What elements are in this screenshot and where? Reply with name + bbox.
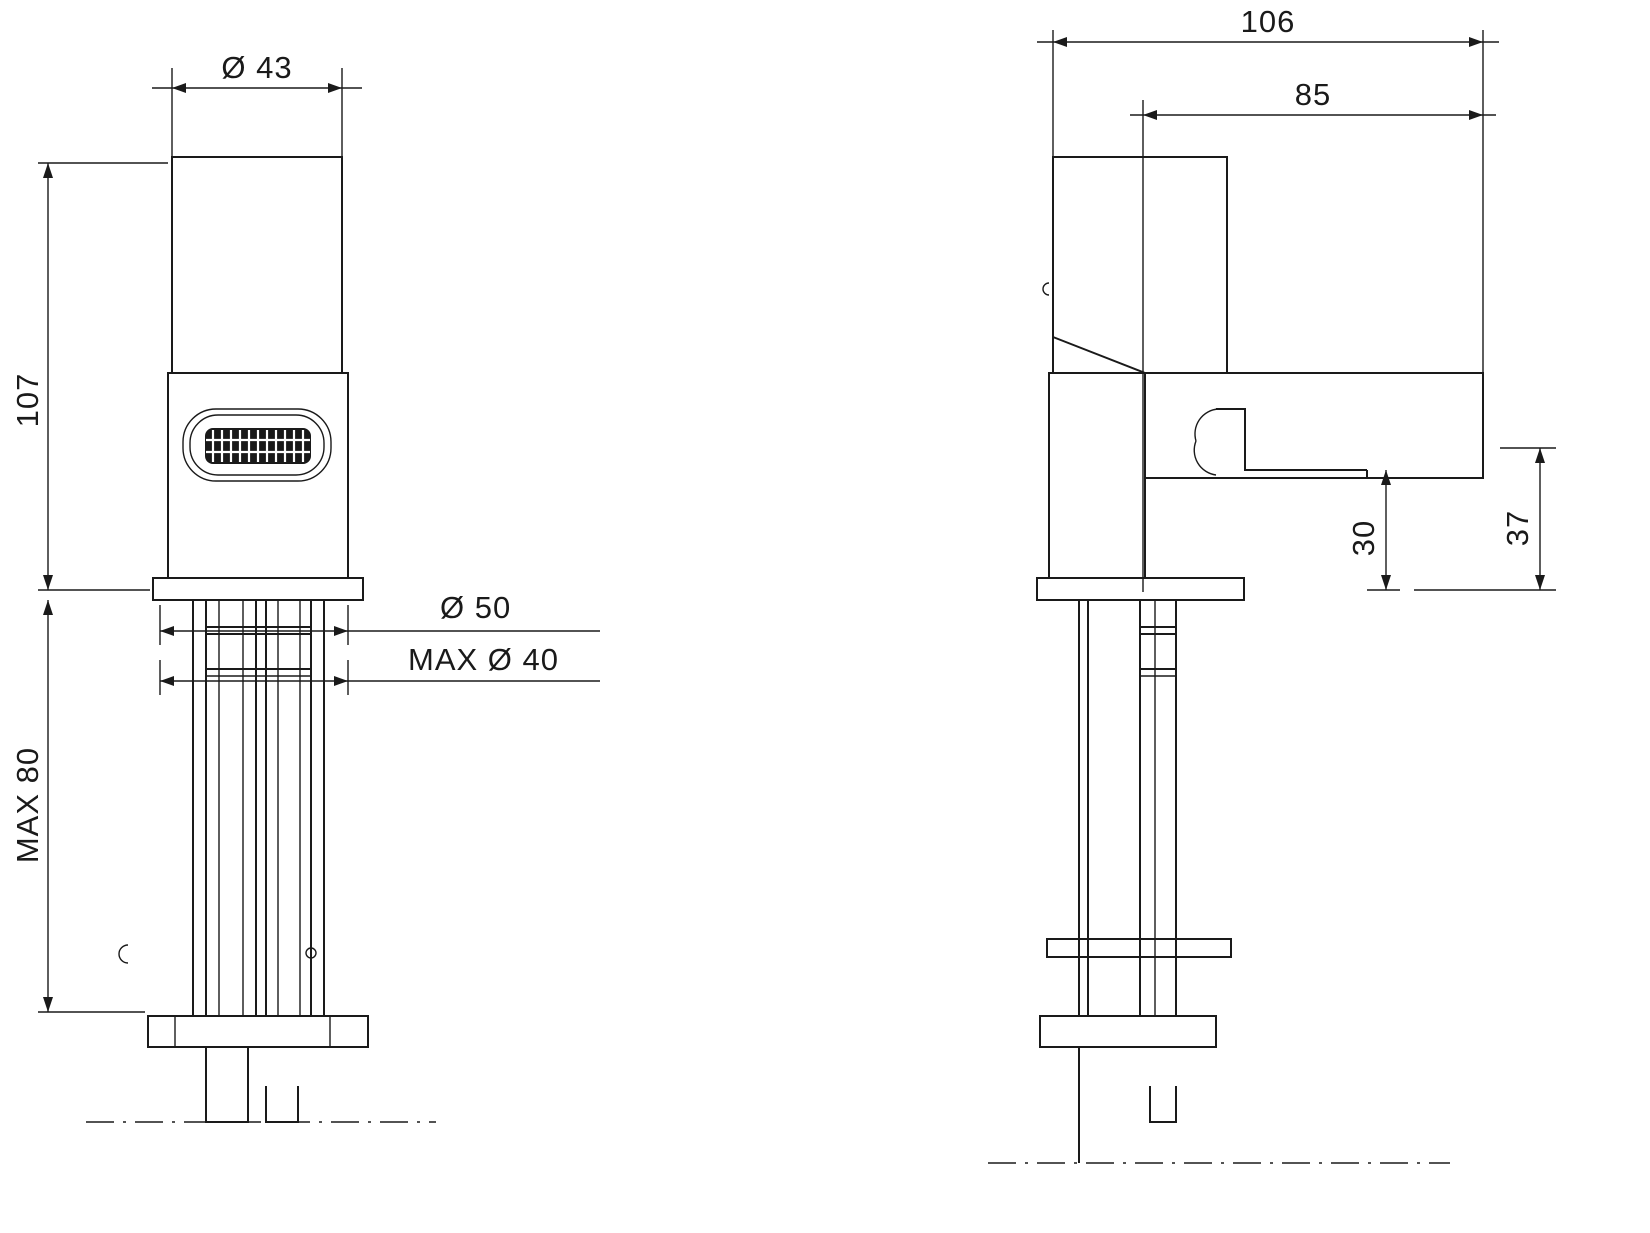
dim-label-body-height: 107 [10,373,45,428]
dim-spout-diameter: Ø 43 [152,50,362,157]
side-nut [1149,1086,1177,1123]
front-hose-detail [118,944,317,964]
side-spout-outline [1227,372,1484,479]
side-pivot-mark [1042,282,1050,296]
front-mounting-plate [147,1015,369,1048]
dim-spout-height-outer: 37 [1414,447,1556,591]
dim-label-mounting-hole: Ø 50 [440,590,511,625]
side-spout-fillet [1194,408,1219,442]
dim-max-stud-length: MAX 80 [10,600,145,1013]
dim-label-spout-reach: 85 [1295,77,1331,112]
side-lever-chamfer [1052,336,1146,374]
dim-overall-depth: 106 [1037,4,1499,373]
side-view: 106 85 30 [988,4,1556,1164]
front-view: Ø 43 107 MAX 80 [10,50,600,1123]
dim-max-mounting-thickness: MAX Ø 40 [159,642,600,695]
sensor-window [182,408,332,482]
dim-label-overall-depth: 106 [1241,4,1296,39]
dim-label-spout-diameter: Ø 43 [221,50,292,85]
side-mounting-plate [1039,1015,1217,1048]
front-stud [205,1047,249,1123]
side-spout-inner [1216,408,1367,471]
front-upper-body [171,156,343,374]
dim-spout-reach: 85 [1130,77,1496,592]
dim-body-height: 107 [10,162,168,591]
front-shank-assembly [192,600,325,1016]
dim-label-max-stud-length: MAX 80 [10,747,45,863]
dim-label-max-mounting-thickness: MAX Ø 40 [408,642,559,677]
side-upper-body [1052,156,1228,374]
front-nut [265,1086,299,1123]
side-base-flange [1036,577,1245,601]
side-lower-body [1048,372,1146,579]
dim-spout-height-inner: 30 [1346,470,1400,591]
side-shank-assembly [1078,600,1177,1016]
side-clamp-plate [1046,938,1232,958]
dim-mounting-hole: Ø 50 [159,590,600,645]
front-base-flange [152,577,364,601]
dim-label-spout-height-inner: 30 [1346,520,1381,556]
dim-label-spout-height-outer: 37 [1500,510,1535,546]
side-spout-fillet-lower [1193,440,1217,476]
